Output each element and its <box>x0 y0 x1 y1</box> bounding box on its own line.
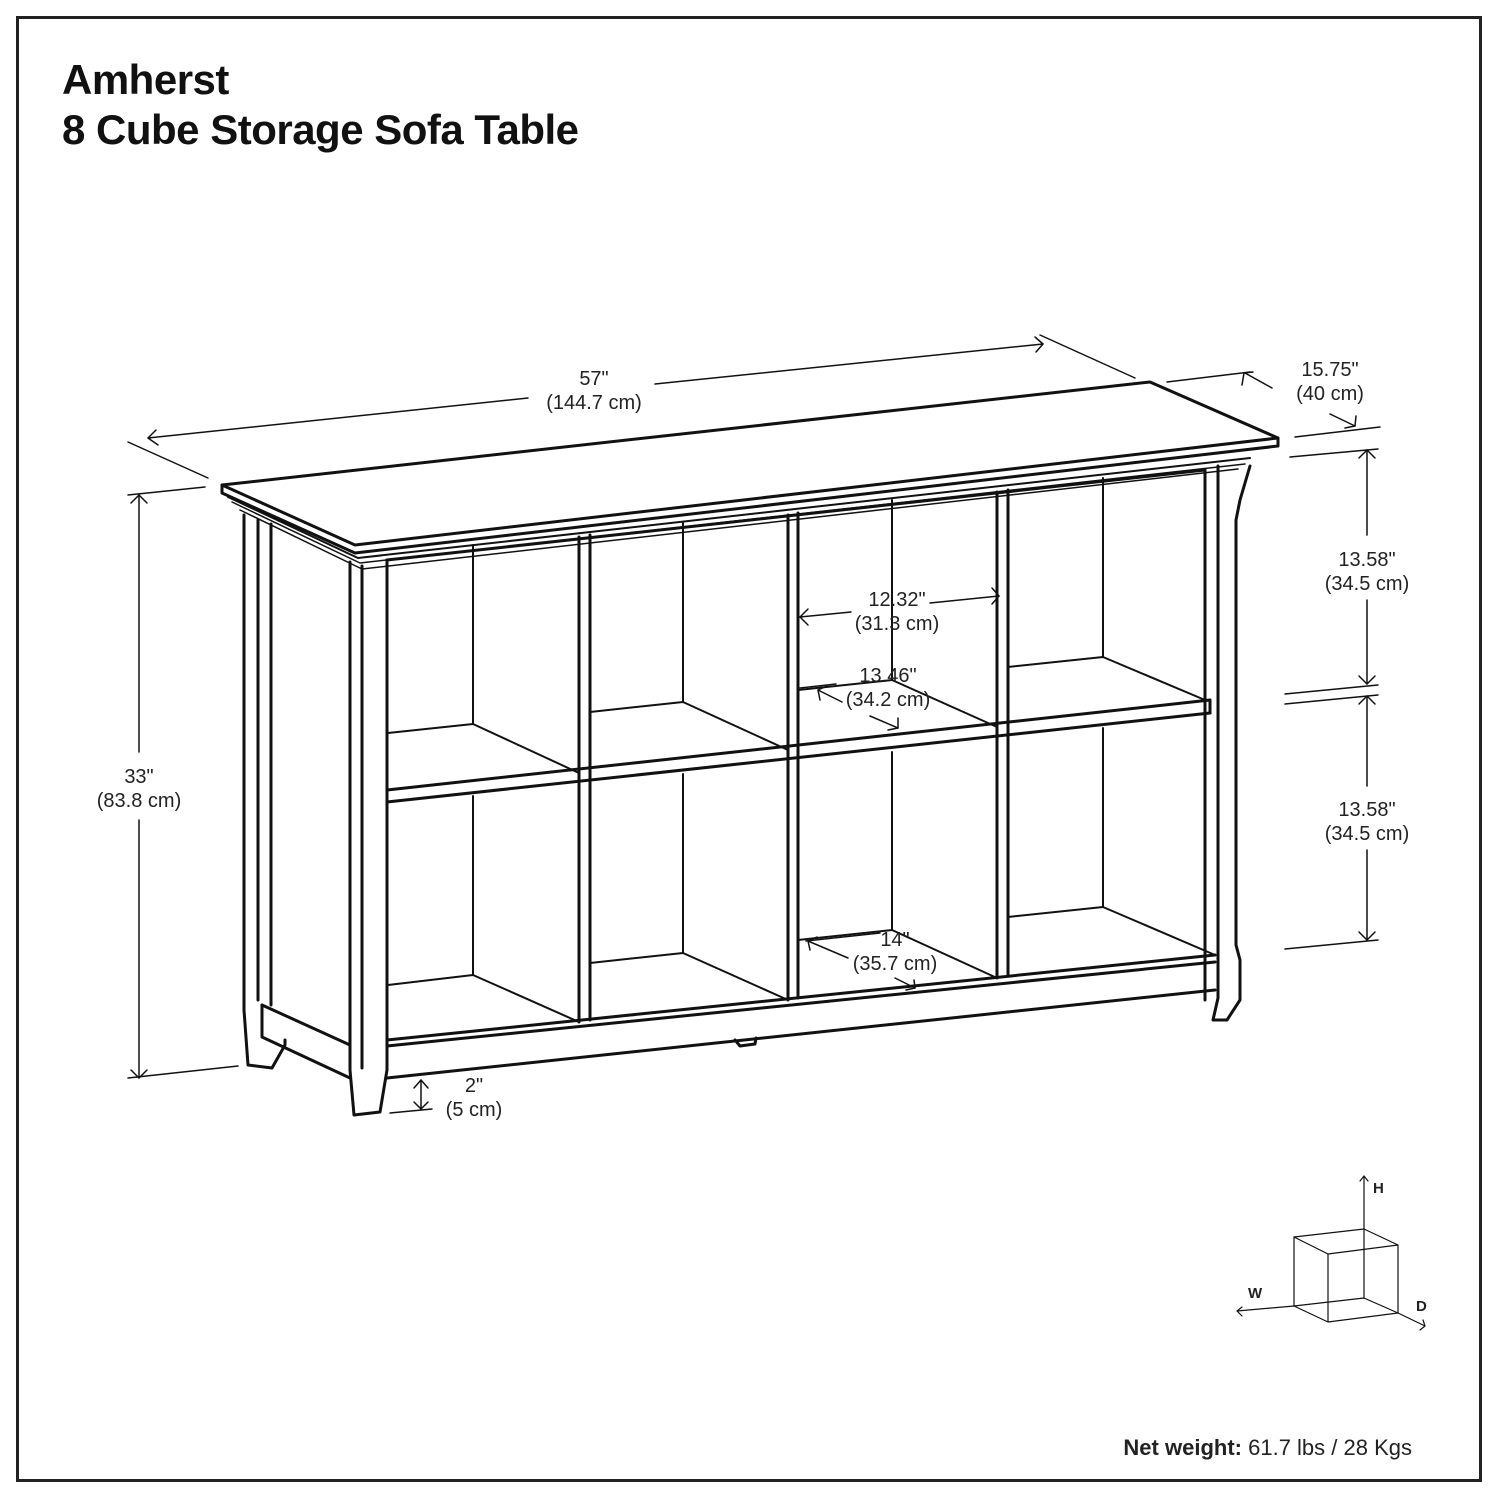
axis-label-depth: D <box>1416 1298 1427 1315</box>
depth-imperial: 15.75" <box>1301 359 1359 381</box>
axis-label-height: H <box>1373 1180 1384 1197</box>
floor-clearance-metric: (5 cm) <box>445 1099 503 1121</box>
cube-depth-dimension: 13.46" (34.2 cm) <box>846 664 930 712</box>
depth-metric: (40 cm) <box>1296 383 1364 405</box>
bottom-cube-depth-metric: (35.7 cm) <box>852 953 938 975</box>
cube-interiors <box>387 477 1216 1023</box>
floor-clearance-imperial: 2" <box>464 1075 484 1097</box>
axis-label-width: W <box>1248 1285 1263 1302</box>
title-line-collection: Amherst <box>62 56 229 103</box>
page-title: Amherst 8 Cube Storage Sofa Table <box>62 55 579 155</box>
dimension-lines <box>127 334 1381 1114</box>
width-dimension: 57" (144.7 cm) <box>546 367 642 415</box>
upper-cube-height-metric: (34.5 cm) <box>1324 573 1410 595</box>
furniture-body <box>220 380 1280 1117</box>
upper-cube-height-imperial: 13.58" <box>1338 549 1396 571</box>
cube-depth-metric: (34.2 cm) <box>845 689 931 711</box>
cube-depth-imperial: 13.46" <box>859 665 917 687</box>
width-imperial: 57" <box>579 368 609 390</box>
net-weight-label: Net weight: <box>1123 1435 1242 1460</box>
page-border <box>16 16 1482 1482</box>
cube-width-imperial: 12.32" <box>868 589 926 611</box>
axis-legend-cube <box>1236 1175 1426 1331</box>
cube-width-metric: (31.3 cm) <box>854 613 940 635</box>
width-metric: (144.7 cm) <box>546 392 642 414</box>
net-weight-value: 61.7 lbs / 28 Kgs <box>1248 1435 1412 1460</box>
upper-cube-height-dimension: 13.58" (34.5 cm) <box>1325 548 1409 596</box>
title-line-product: 8 Cube Storage Sofa Table <box>62 106 579 153</box>
lower-cube-height-metric: (34.5 cm) <box>1324 823 1410 845</box>
net-weight: Net weight: 61.7 lbs / 28 Kgs <box>1123 1435 1412 1461</box>
bottom-cube-depth-dimension: 14" (35.7 cm) <box>853 928 937 976</box>
cube-width-dimension: 12.32" (31.3 cm) <box>855 588 939 636</box>
lower-cube-height-imperial: 13.58" <box>1338 799 1396 821</box>
lower-cube-height-dimension: 13.58" (34.5 cm) <box>1325 798 1409 846</box>
height-metric: (83.8 cm) <box>96 790 182 812</box>
floor-clearance-dimension: 2" (5 cm) <box>446 1074 503 1122</box>
bottom-cube-depth-imperial: 14" <box>880 929 910 951</box>
height-dimension: 33" (83.8 cm) <box>97 765 181 813</box>
depth-dimension: 15.75" (40 cm) <box>1296 358 1364 406</box>
height-imperial: 33" <box>124 766 154 788</box>
